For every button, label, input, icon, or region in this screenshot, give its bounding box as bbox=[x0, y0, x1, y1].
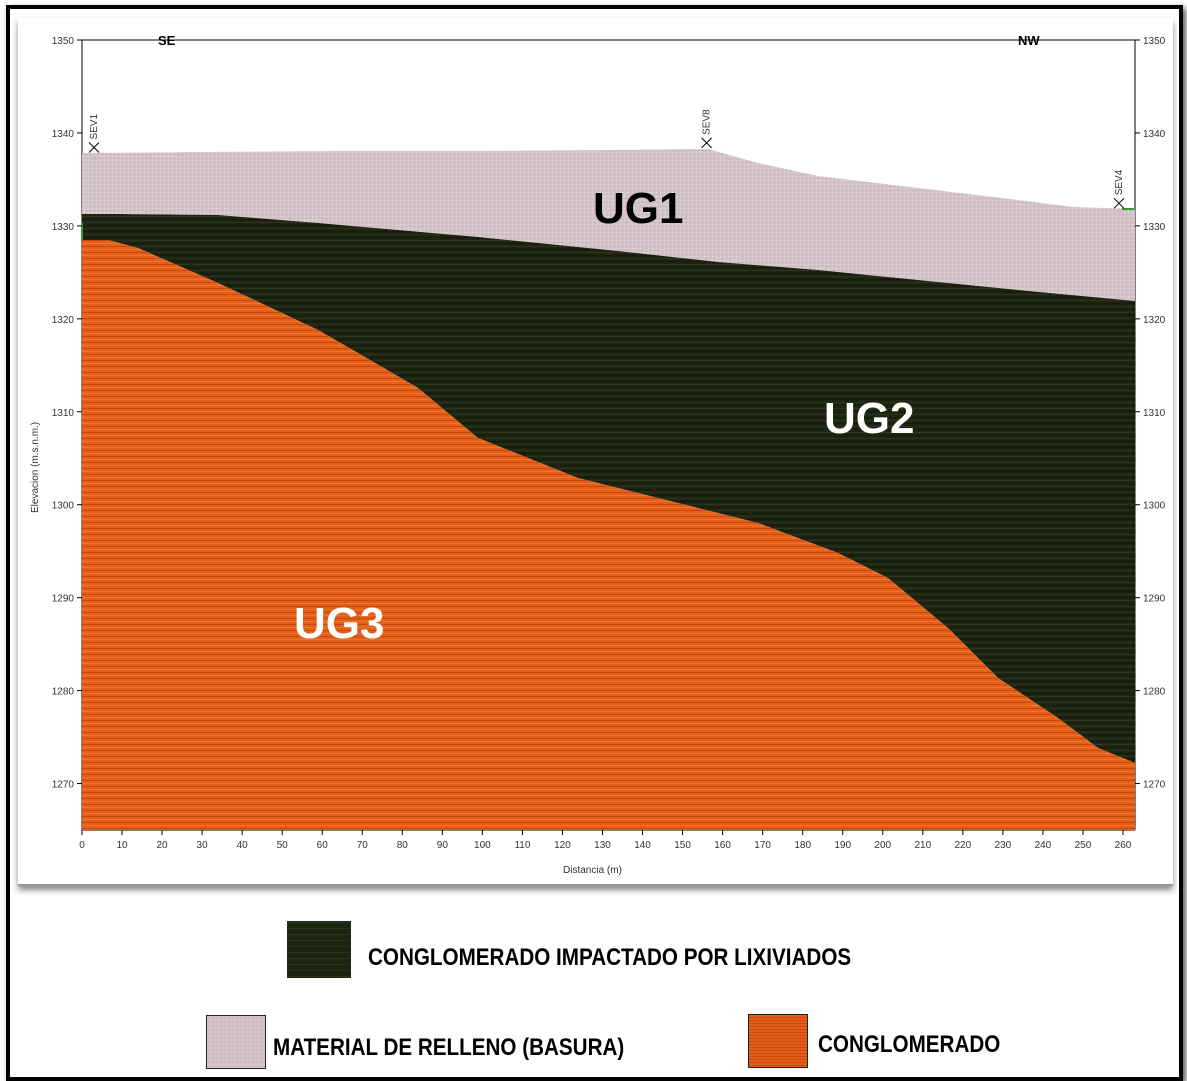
x-tick-label: 30 bbox=[197, 840, 209, 851]
x-tick-label: 230 bbox=[995, 840, 1012, 851]
unit-label-ug2: UG2 bbox=[824, 394, 914, 443]
x-tick-label: 90 bbox=[437, 840, 449, 851]
x-tick-label: 110 bbox=[514, 840, 530, 851]
station-marker bbox=[1113, 197, 1125, 209]
cross-section-chart: 0 10 20 30 40 50 60 70 80 90 100 110 120 130 140 150 160… bbox=[30, 33, 1166, 876]
y-tick-label-left: 1310 bbox=[52, 408, 75, 419]
y-tick-label-left: 1350 bbox=[52, 36, 75, 47]
legend-label-ug2: CONGLOMERADO IMPACTADO POR LIXIVIADOS bbox=[368, 944, 852, 971]
x-tick-label: 50 bbox=[277, 840, 289, 851]
x-tick-label: 10 bbox=[116, 840, 128, 851]
x-tick-label: 0 bbox=[79, 840, 85, 851]
y-tick-label-left: 1340 bbox=[52, 129, 75, 140]
x-tick-label: 200 bbox=[874, 840, 891, 851]
x-tick-label: 240 bbox=[1035, 840, 1052, 851]
x-tick-label: 150 bbox=[674, 840, 691, 851]
y-tick-label-right: 1350 bbox=[1143, 36, 1166, 47]
y-tick-label-left: 1300 bbox=[52, 501, 75, 512]
y-tick-label-left: 1290 bbox=[52, 594, 75, 605]
x-tick-label: 260 bbox=[1115, 840, 1132, 851]
x-tick-label: 60 bbox=[317, 840, 329, 851]
y-tick-label-right: 1300 bbox=[1143, 501, 1166, 512]
station-marker bbox=[701, 137, 712, 149]
direction-label-se: SE bbox=[158, 33, 176, 48]
y-tick-label-left: 1280 bbox=[52, 687, 75, 698]
legend-label-ug1: MATERIAL DE RELLENO (BASURA) bbox=[273, 1034, 625, 1061]
x-tick-label: 20 bbox=[157, 840, 169, 851]
y-tick-label-right: 1320 bbox=[1143, 315, 1166, 326]
y-tick-label-left: 1320 bbox=[52, 315, 75, 326]
direction-label-nw: NW bbox=[1018, 33, 1040, 48]
x-tick-label: 160 bbox=[714, 840, 731, 851]
y-tick-label-right: 1280 bbox=[1143, 687, 1166, 698]
unit-ug1-fill-material bbox=[82, 149, 1135, 301]
y-tick-label-right: 1330 bbox=[1143, 222, 1166, 233]
y-tick-label-right: 1290 bbox=[1143, 594, 1166, 605]
y-tick-label-right: 1310 bbox=[1143, 408, 1166, 419]
x-tick-label: 220 bbox=[954, 840, 971, 851]
x-tick-label: 40 bbox=[237, 840, 249, 851]
x-axis-title: Distancia (m) bbox=[563, 865, 622, 876]
unit-label-ug3: UG3 bbox=[294, 599, 384, 648]
unit-ug2-fill-leachate bbox=[82, 214, 1135, 763]
unit-label-ug1: UG1 bbox=[593, 184, 683, 233]
x-tick-label: 70 bbox=[357, 840, 369, 851]
x-tick-label: 250 bbox=[1075, 840, 1092, 851]
y-tick-label-right: 1270 bbox=[1143, 780, 1166, 791]
legend-swatch-ug1 bbox=[206, 1015, 266, 1069]
station-label: SEV8 bbox=[702, 109, 713, 135]
unit-ug3-fill-conglomerate bbox=[82, 240, 1135, 830]
y-tick-label-left: 1270 bbox=[52, 780, 75, 791]
station-label: SEV4 bbox=[1114, 169, 1125, 195]
x-tick-label: 180 bbox=[794, 840, 811, 851]
x-tick-label: 130 bbox=[594, 840, 611, 851]
x-tick-label: 170 bbox=[754, 840, 771, 851]
x-tick-label: 140 bbox=[634, 840, 651, 851]
y-axis-title: Elevacion (m.s.n.m.) bbox=[30, 422, 41, 513]
legend-swatch-ug2 bbox=[287, 921, 351, 978]
legend-swatch-ug3 bbox=[748, 1014, 808, 1068]
y-tick-label-left: 1330 bbox=[52, 222, 75, 233]
x-tick-label: 190 bbox=[834, 840, 851, 851]
x-tick-label: 210 bbox=[914, 840, 931, 851]
y-tick-label-right: 1340 bbox=[1143, 129, 1166, 140]
x-tick-label: 120 bbox=[554, 840, 571, 851]
station-marker bbox=[88, 142, 100, 153]
cross-section-panel: 0 10 20 30 40 50 60 70 80 90 100 110 120 130 140 150 160… bbox=[18, 18, 1173, 886]
station-label: SEV1 bbox=[89, 114, 100, 140]
x-tick-label: 100 bbox=[474, 840, 491, 851]
legend-label-ug3: CONGLOMERADO bbox=[818, 1031, 1001, 1058]
x-tick-label: 80 bbox=[397, 840, 409, 851]
